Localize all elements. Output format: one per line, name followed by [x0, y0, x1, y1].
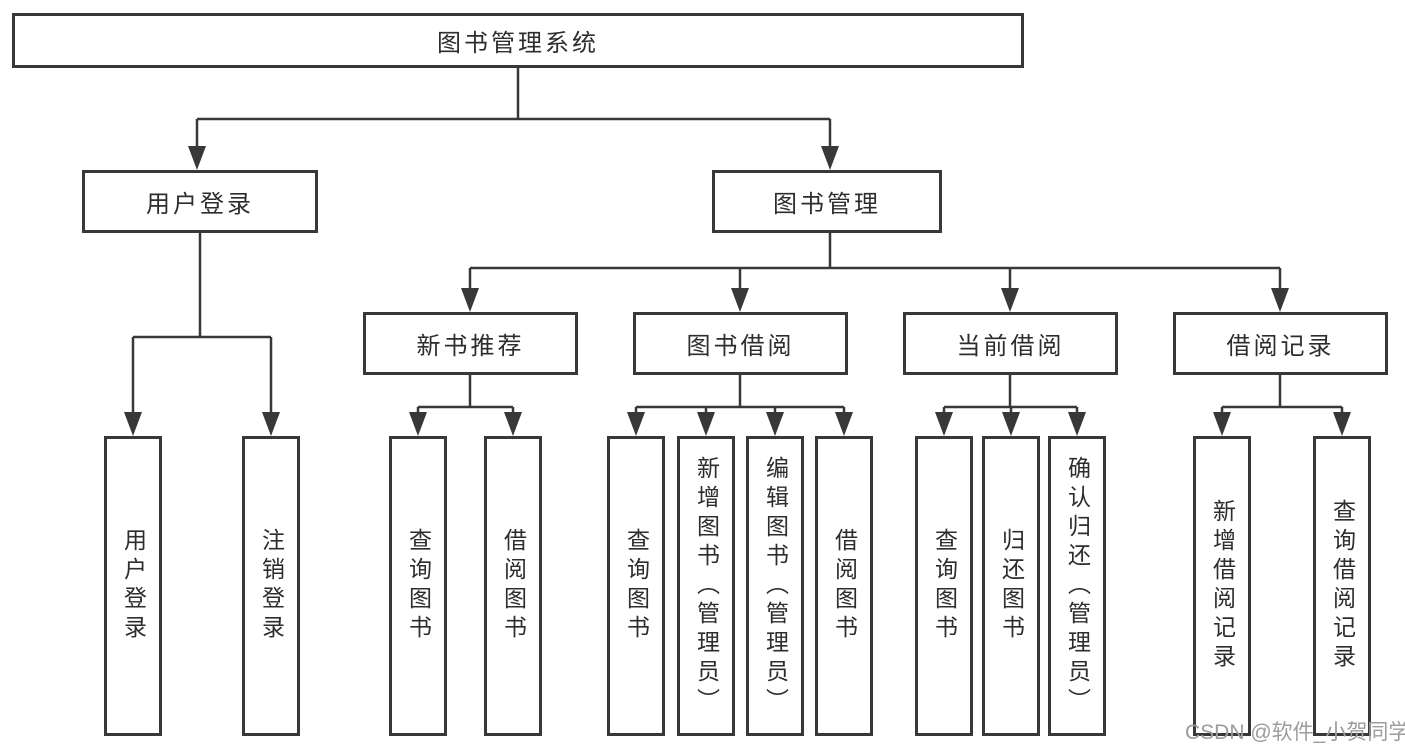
leaf-label: 新增借阅记录: [1209, 499, 1236, 673]
leaf-borrow-books: 借阅图书: [815, 436, 873, 736]
arrowhead-icon: [188, 146, 206, 170]
leaf-user-login: 用户登录: [104, 436, 162, 736]
node-user-login: 用户登录: [82, 170, 318, 233]
leaf-query-books: 查询图书: [607, 436, 665, 736]
leaf-add-books-admin: 新增图书（管理员）: [677, 436, 735, 736]
arrowhead-icon: [935, 412, 953, 436]
arrowhead-icon: [731, 288, 749, 312]
leaf-confirm-return-admin: 确认归还（管理员）: [1048, 436, 1106, 736]
arrowhead-icon: [504, 412, 522, 436]
arrowhead-icon: [1333, 412, 1351, 436]
leaf-label: 查询图书: [405, 528, 432, 644]
leaf-label: 归还图书: [998, 528, 1025, 644]
leaf-label: 用户登录: [120, 528, 147, 644]
leaf-query-borrow-record: 查询借阅记录: [1313, 436, 1371, 736]
arrowheads: [124, 146, 1351, 436]
arrowhead-icon: [1213, 412, 1231, 436]
connector-path: [131, 68, 1344, 414]
arrowhead-icon: [697, 412, 715, 436]
leaf-label: 查询图书: [931, 528, 958, 644]
arrowhead-icon: [835, 412, 853, 436]
node-label: 图书管理: [773, 191, 881, 218]
node-label: 用户登录: [146, 191, 254, 218]
node-current-borrowing: 当前借阅: [903, 312, 1118, 375]
leaf-query-books: 查询图书: [915, 436, 973, 736]
arrowhead-icon: [409, 412, 427, 436]
arrowhead-icon: [1068, 412, 1086, 436]
node-label: 新书推荐: [416, 333, 525, 360]
node-label: 图书借阅: [686, 333, 795, 360]
arrowhead-icon: [1001, 288, 1019, 312]
leaf-label: 确认归还（管理员）: [1064, 455, 1091, 717]
node-book-borrowing: 图书借阅: [633, 312, 848, 375]
leaf-edit-books-admin: 编辑图书（管理员）: [746, 436, 804, 736]
leaf-add-borrow-record: 新增借阅记录: [1193, 436, 1251, 736]
node-label: 借阅记录: [1226, 333, 1335, 360]
leaf-label: 查询借阅记录: [1329, 499, 1356, 673]
arrowhead-icon: [1002, 412, 1020, 436]
node-label: 当前借阅: [956, 333, 1065, 360]
leaf-borrow-books: 借阅图书: [484, 436, 542, 736]
arrowhead-icon: [461, 288, 479, 312]
leaf-return-books: 归还图书: [982, 436, 1040, 736]
leaf-logout-login: 注销登录: [242, 436, 300, 736]
leaf-label: 新增图书（管理员）: [693, 455, 720, 717]
leaf-label: 查询图书: [623, 528, 650, 644]
leaf-label: 编辑图书（管理员）: [762, 455, 789, 717]
leaf-label: 注销登录: [258, 528, 285, 644]
arrowhead-icon: [766, 412, 784, 436]
leaf-query-books: 查询图书: [389, 436, 447, 736]
arrowhead-icon: [262, 412, 280, 436]
arrowhead-icon: [627, 412, 645, 436]
arrowhead-icon: [821, 146, 839, 170]
node-label: 图书管理系统: [437, 30, 599, 57]
leaf-label: 借阅图书: [831, 528, 858, 644]
node-library-management-system: 图书管理系统: [12, 13, 1024, 68]
node-new-book-recommendation: 新书推荐: [363, 312, 578, 375]
arrowhead-icon: [1271, 288, 1289, 312]
node-book-management: 图书管理: [712, 170, 942, 233]
node-borrowing-records: 借阅记录: [1173, 312, 1388, 375]
leaf-label: 借阅图书: [500, 528, 527, 644]
arrowhead-icon: [124, 412, 142, 436]
csdn-watermark: CSDN @软件_小贺同学: [1185, 721, 1405, 744]
